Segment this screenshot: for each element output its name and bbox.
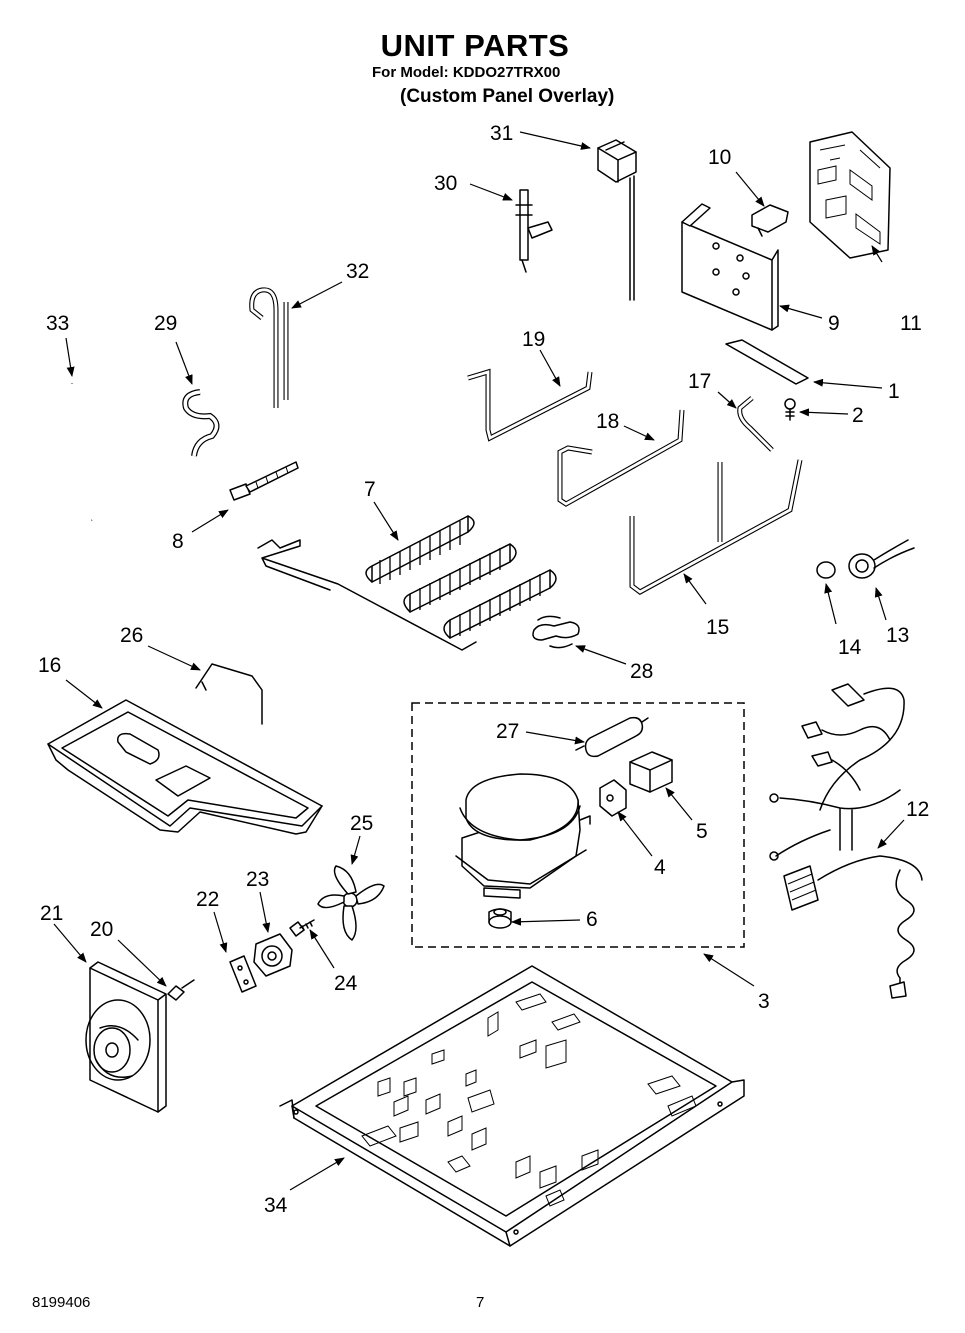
part-7-condenser	[257, 515, 557, 651]
callout-7: 7	[364, 478, 376, 501]
part-2-screw	[784, 398, 796, 421]
part-27-drier	[575, 716, 649, 758]
callout-6: 6	[586, 908, 598, 931]
callout-33: 33	[46, 312, 69, 335]
part-6-grommet	[488, 908, 512, 929]
part-24-screw	[289, 919, 315, 937]
callout-5: 5	[696, 820, 708, 843]
part-28-clip	[532, 615, 580, 649]
part-13-sensor	[848, 539, 915, 579]
model-line: For Model: KDDO27TRX00	[372, 64, 561, 81]
callout-19: 19	[522, 328, 545, 351]
part-23-fan-motor	[253, 933, 293, 977]
part-34-base	[279, 965, 745, 1247]
callout-20: 20	[90, 918, 113, 941]
callout-18: 18	[596, 410, 619, 433]
part-8-cable-tie	[229, 461, 299, 501]
part-25-fan-blade	[317, 865, 385, 941]
callout-23: 23	[246, 868, 269, 891]
callout-8: 8	[172, 530, 184, 553]
part-5-relay	[629, 751, 673, 793]
part-16-drain-pan	[47, 699, 323, 835]
part-4-overload	[599, 779, 627, 817]
part-19-tube	[467, 368, 593, 442]
part-14-cap	[816, 561, 836, 579]
leader-lines	[53, 131, 905, 1191]
part-11-control-board	[809, 131, 891, 259]
part-3-compressor	[455, 773, 591, 899]
callout-13: 13	[886, 624, 909, 647]
page-number: 7	[476, 1294, 485, 1311]
callout-11: 11	[900, 312, 922, 335]
callout-16: 16	[38, 654, 61, 677]
callout-1: 1	[888, 380, 900, 403]
callout-10: 10	[708, 146, 731, 169]
document-number: 8199406	[32, 1294, 91, 1311]
callout-4: 4	[654, 856, 666, 879]
part-1-strip	[725, 339, 809, 385]
part-12-wire-harness	[769, 683, 923, 999]
callout-30: 30	[434, 172, 457, 195]
callout-25: 25	[350, 812, 373, 835]
callout-27: 27	[496, 720, 519, 743]
callout-31: 31	[490, 122, 513, 145]
callout-15: 15	[706, 616, 729, 639]
callout-28: 28	[630, 660, 653, 683]
part-17-short-tube	[737, 396, 774, 452]
part-21-fan-shroud	[85, 961, 167, 1113]
callout-22: 22	[196, 888, 219, 911]
part-33-tube	[70, 383, 121, 522]
callout-29: 29	[154, 312, 177, 335]
callout-21: 21	[40, 902, 63, 925]
callout-26: 26	[120, 624, 143, 647]
part-15-tube	[629, 459, 803, 595]
overlay-line: (Custom Panel Overlay)	[400, 86, 615, 107]
callout-17: 17	[688, 370, 711, 393]
part-10-connector	[751, 204, 789, 237]
part-18-tube	[557, 409, 685, 507]
callout-12: 12	[906, 798, 929, 821]
callout-9: 9	[828, 312, 840, 335]
callout-2: 2	[852, 404, 864, 427]
callout-14: 14	[838, 636, 862, 659]
part-22-bracket	[229, 955, 257, 993]
callout-labels: 31 30 10 32 33 29 9 11 19 17 1 2 18 7 8 …	[38, 122, 929, 1217]
part-26-wire	[195, 663, 263, 725]
part-3-group-box	[411, 702, 745, 948]
callout-24: 24	[334, 972, 358, 995]
page-title: UNIT PARTS	[380, 28, 570, 63]
callout-32: 32	[346, 260, 369, 283]
part-20-screw	[167, 979, 195, 1001]
callout-3: 3	[758, 990, 770, 1013]
part-9-bracket	[681, 203, 779, 331]
part-30-valve	[515, 189, 553, 273]
part-32-hairpin-tube	[249, 287, 289, 408]
callout-34: 34	[264, 1194, 288, 1217]
part-29-s-tube	[182, 389, 220, 457]
part-31-solenoid	[597, 139, 637, 301]
